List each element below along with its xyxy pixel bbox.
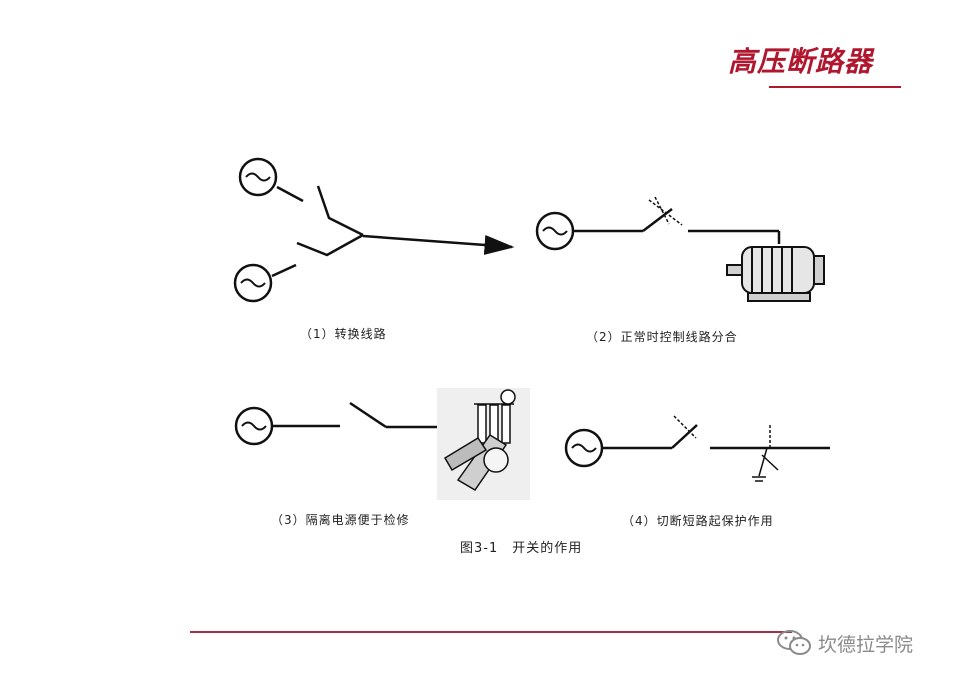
- generator-symbol-4: [564, 428, 604, 468]
- maintenance-tool-icon: [437, 388, 530, 500]
- diagram-isolation: [234, 388, 530, 500]
- generator-symbol-1a: [238, 157, 278, 197]
- diagram-normal-control: [535, 196, 825, 302]
- wechat-icon: [777, 630, 811, 655]
- switch-blade-3: [349, 401, 387, 429]
- diagram-caption-4: （4）切断短路起保护作用: [622, 514, 774, 528]
- watermark: 坎德拉学院: [776, 628, 913, 658]
- diagram-transfer-circuit: [233, 157, 515, 303]
- page-title: 高压断路器: [728, 45, 874, 78]
- switch-blade-4: [671, 424, 698, 449]
- switch-blade-2: [642, 208, 673, 232]
- figure-caption: 图3-1 开关的作用: [460, 541, 583, 556]
- output-arrow: [362, 234, 515, 255]
- title-underline: [769, 86, 901, 88]
- motor-icon: [726, 246, 825, 302]
- watermark-text: 坎德拉学院: [818, 633, 914, 656]
- generator-symbol-2: [535, 211, 575, 251]
- footer-rule: [190, 631, 792, 633]
- generator-symbol-1b: [233, 263, 273, 303]
- diagram-caption-1: （1）转换线路: [300, 327, 387, 341]
- diagram-caption-3: （3）隔离电源便于检修: [271, 513, 410, 527]
- generator-symbol-3: [234, 406, 274, 446]
- diagram-short-circuit: [564, 415, 830, 482]
- diagram-caption-2: （2）正常时控制线路分合: [586, 330, 738, 344]
